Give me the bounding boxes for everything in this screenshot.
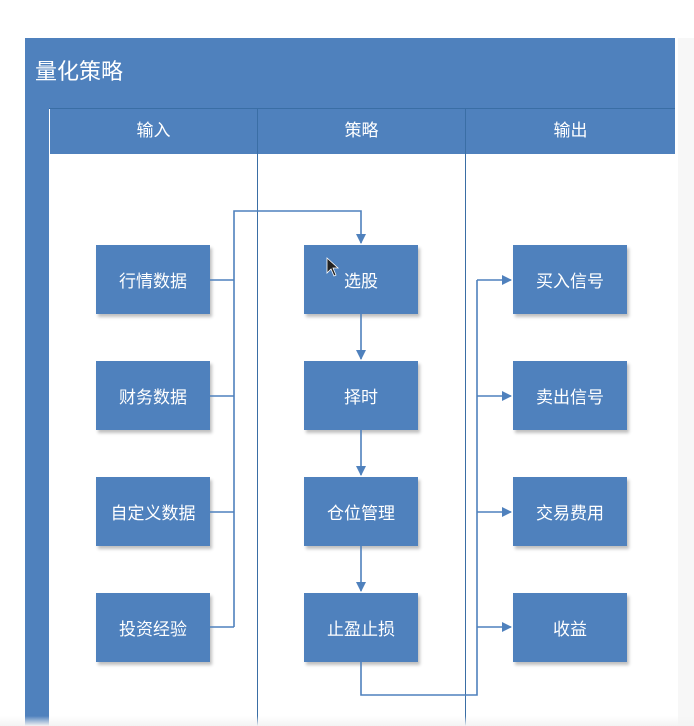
swimlane-left-strip — [25, 108, 49, 726]
lane-header-output: 输出 — [466, 109, 675, 154]
input-node[interactable]: 自定义数据 — [96, 477, 210, 546]
lane-divider — [257, 109, 258, 726]
output-node[interactable]: 买入信号 — [513, 245, 627, 314]
lane-header-strategy: 策略 — [258, 109, 465, 154]
lane-divider — [465, 109, 466, 726]
strategy-node[interactable]: 选股 — [304, 245, 418, 314]
input-node[interactable]: 行情数据 — [96, 245, 210, 314]
input-node[interactable]: 投资经验 — [96, 593, 210, 662]
strategy-node[interactable]: 止盈止损 — [304, 593, 418, 662]
lane-header-input: 输入 — [50, 109, 257, 154]
output-node[interactable]: 交易费用 — [513, 477, 627, 546]
diagram-title: 量化策略 — [35, 60, 124, 85]
diagram-title-bar: 量化策略 — [25, 38, 675, 109]
page-edge — [678, 38, 694, 726]
output-node[interactable]: 收益 — [513, 593, 627, 662]
strategy-node[interactable]: 择时 — [304, 361, 418, 430]
strategy-node[interactable]: 仓位管理 — [304, 477, 418, 546]
input-node[interactable]: 财务数据 — [96, 361, 210, 430]
bottom-edge — [0, 716, 694, 726]
output-node[interactable]: 卖出信号 — [513, 361, 627, 430]
